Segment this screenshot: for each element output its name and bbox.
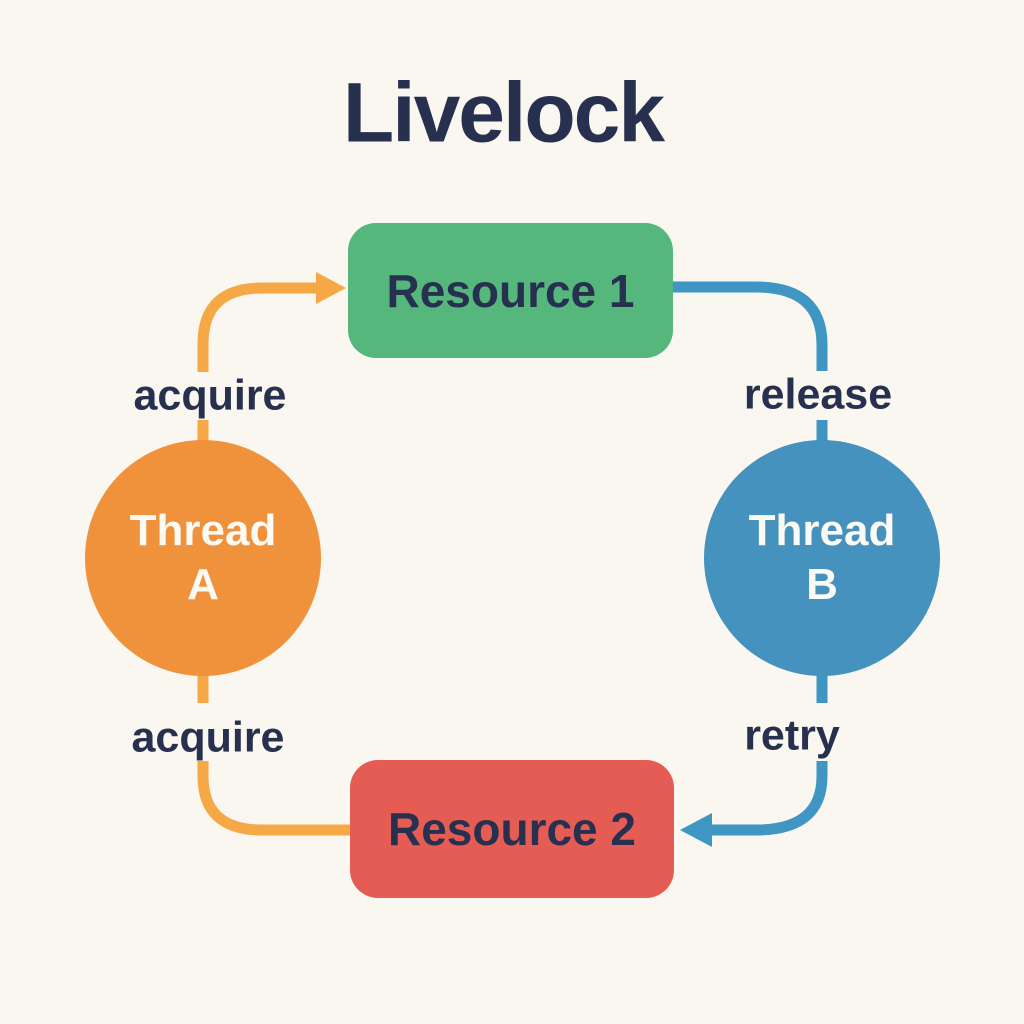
- thread-b-label-line2: B: [806, 560, 838, 609]
- acquire-bottom-edge-label: acquire: [131, 713, 285, 762]
- resource-1-node: Resource 1: [348, 223, 673, 358]
- resource-2-node: Resource 2: [350, 760, 674, 898]
- retry-edge-label: retry: [744, 711, 840, 760]
- thread-a-label-line2: A: [187, 560, 219, 609]
- resource-2-label: Resource 2: [387, 803, 636, 855]
- thread-a-node: Thread A: [85, 440, 321, 676]
- acquire-top-connector: [197, 282, 316, 372]
- diagram-title: Livelock: [342, 65, 665, 160]
- release-edge-label: release: [743, 370, 893, 419]
- acquire-top-edge-label: acquire: [133, 371, 287, 420]
- retry-connector: [712, 761, 828, 836]
- retry-arrowhead-icon: [680, 813, 712, 847]
- thread-b-node: Thread B: [704, 440, 940, 676]
- release-connector: [673, 281, 828, 371]
- acquire-bottom-connector: [197, 761, 352, 836]
- resource-1-label: Resource 1: [386, 264, 635, 317]
- thread-a-label-line1: Thread: [129, 506, 277, 556]
- thread-b-label-line1: Thread: [748, 506, 896, 556]
- acquire-top-arrowhead-icon: [316, 272, 346, 304]
